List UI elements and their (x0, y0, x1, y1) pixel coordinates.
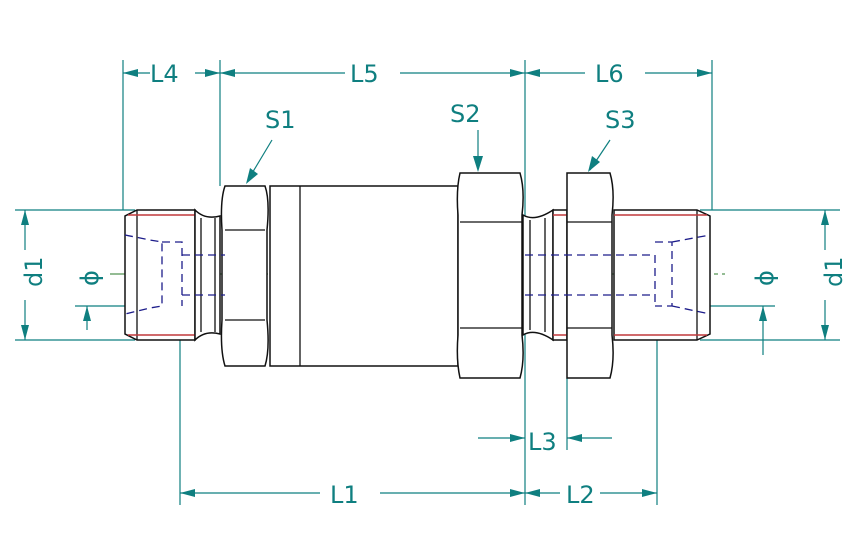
label-l3: L3 (528, 428, 557, 456)
label-s3: S3 (605, 106, 636, 134)
valve-body (269, 185, 459, 367)
right-thread (613, 209, 711, 341)
hidden-bore (124, 234, 711, 315)
label-l2: L2 (566, 481, 595, 509)
hex-s2 (456, 172, 524, 379)
hex-s1 (220, 185, 269, 367)
label-d1-left: d1 (20, 256, 48, 287)
label-d1-right: d1 (820, 256, 848, 287)
label-l6: L6 (595, 60, 624, 88)
arrowheads (21, 69, 829, 497)
left-thread (124, 209, 196, 341)
nut-s3 (566, 172, 614, 379)
fitting-body (110, 172, 725, 379)
label-l5: L5 (350, 60, 379, 88)
label-s1: S1 (265, 106, 296, 134)
label-l4: L4 (150, 60, 179, 88)
label-l1: L1 (330, 481, 359, 509)
label-phi-left: ϕ (76, 270, 104, 286)
label-s2: S2 (450, 100, 481, 128)
label-phi-right: ϕ (751, 270, 779, 286)
